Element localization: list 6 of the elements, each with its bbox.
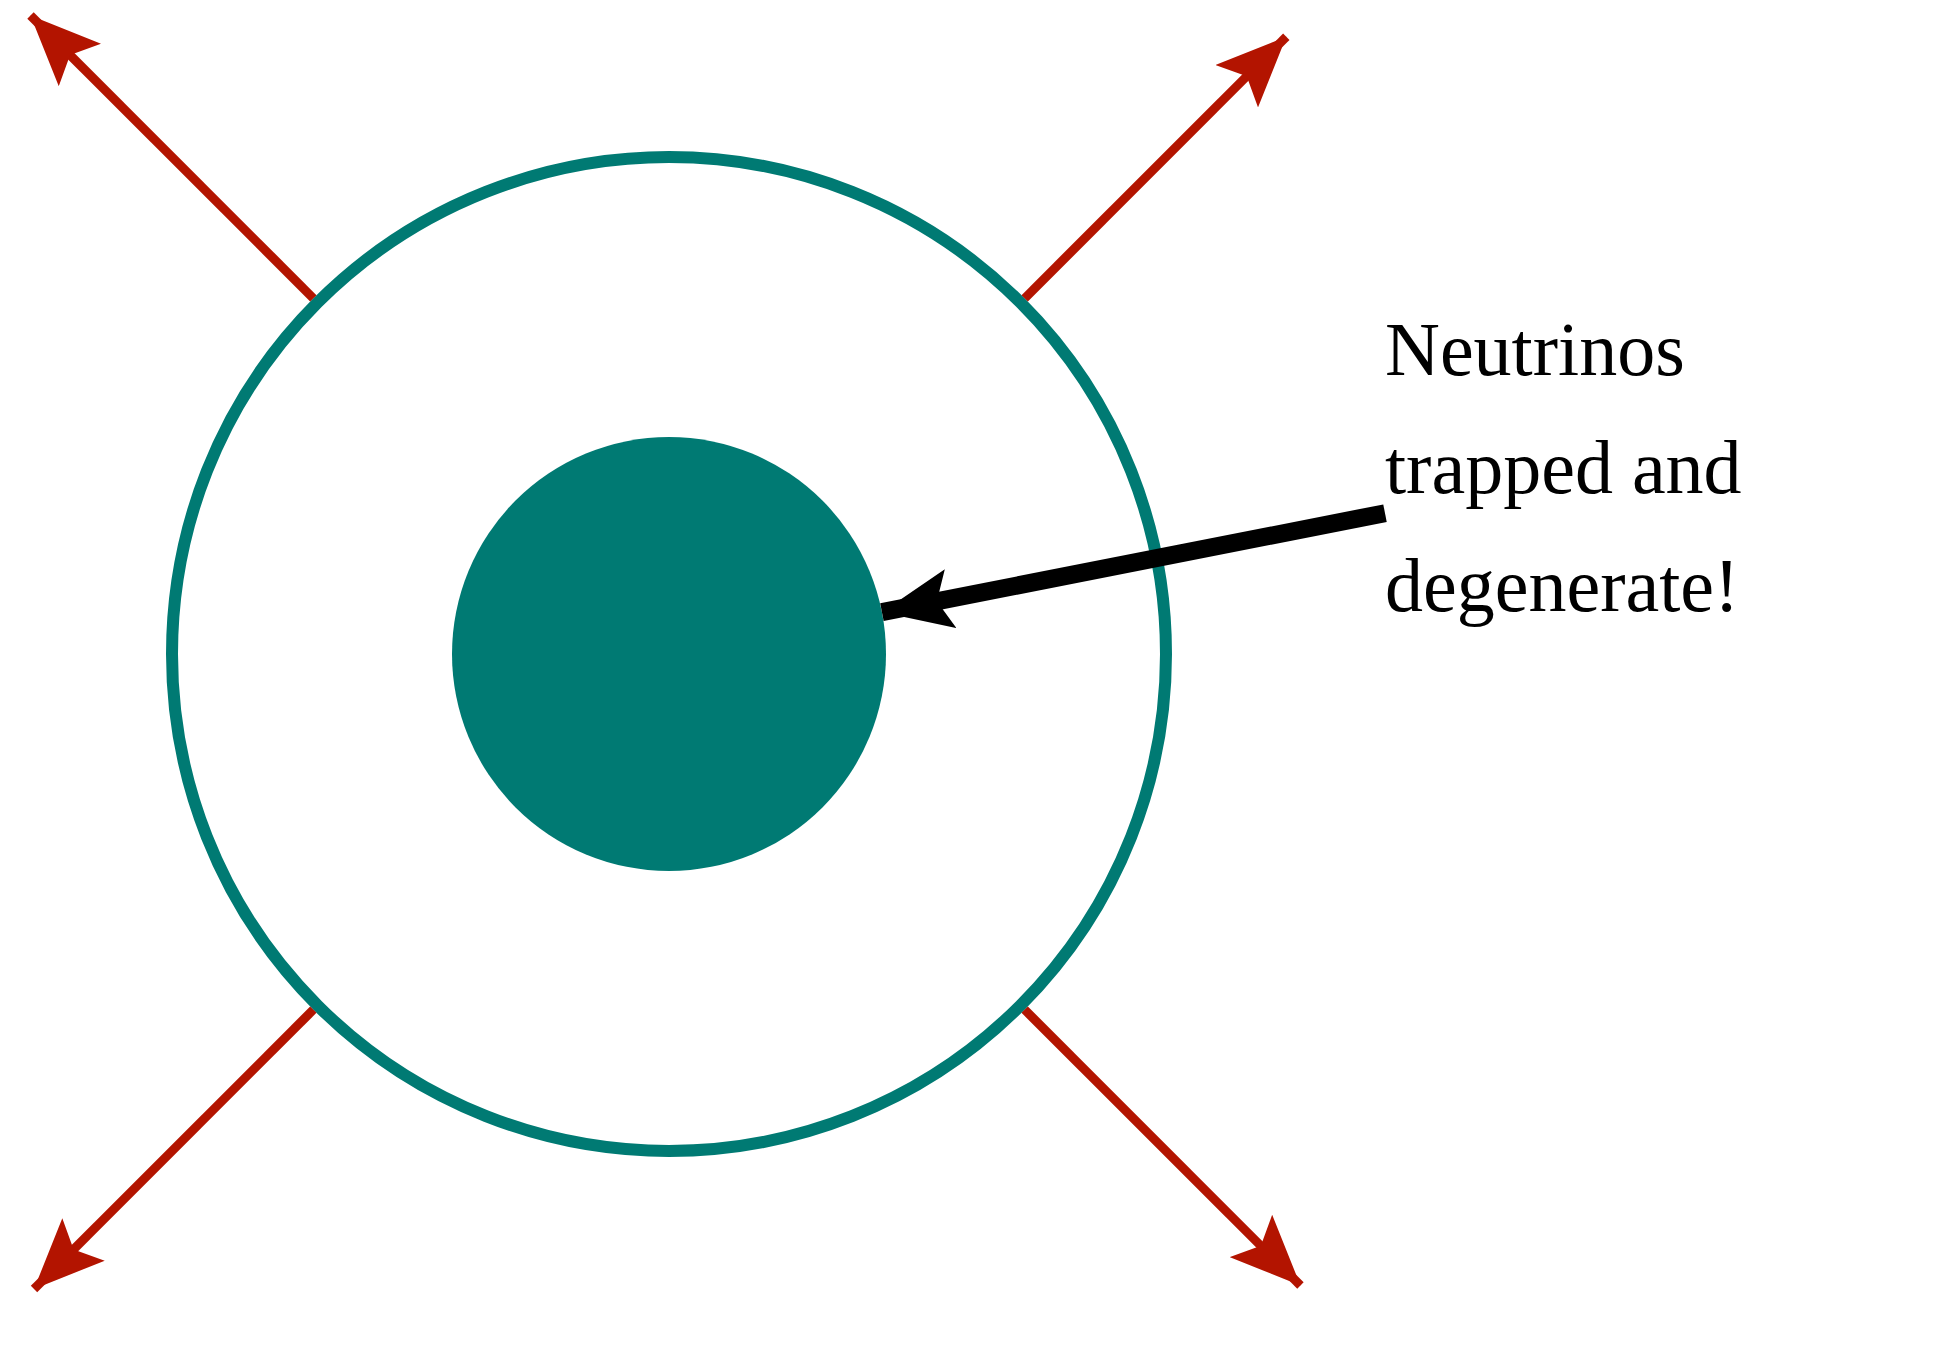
arrow (30, 1006, 317, 1293)
leader-arrow (880, 504, 1387, 629)
callout-text: Neutrinos trapped and degenerate! (1385, 306, 1743, 629)
arrow (1021, 1006, 1304, 1289)
arrow (27, 12, 317, 302)
arrow (1021, 33, 1290, 302)
